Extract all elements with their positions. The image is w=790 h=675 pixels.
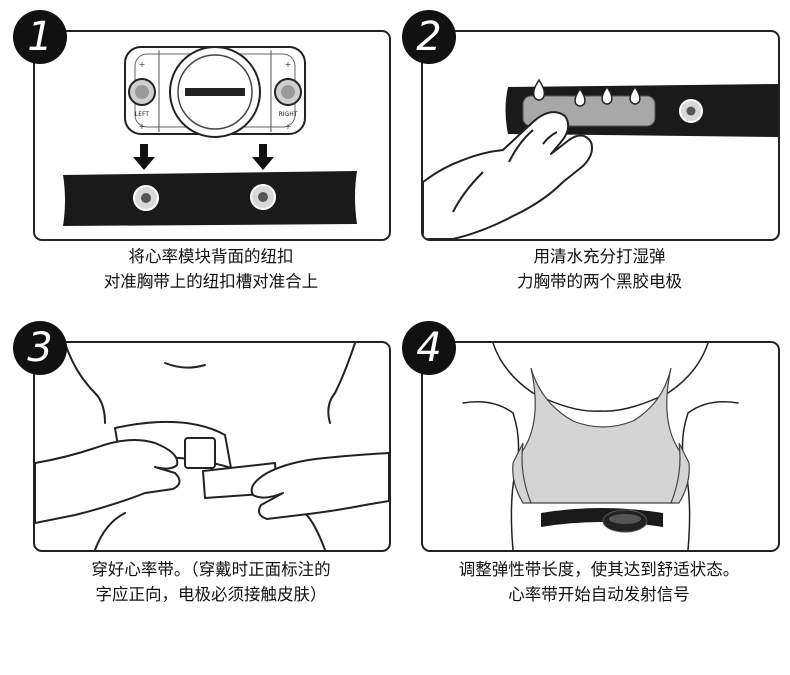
wet-electrodes-illustration	[423, 78, 778, 239]
svg-text:+: +	[139, 122, 146, 131]
caption-line: 字应正向，电极必须接触皮肤）	[95, 585, 327, 604]
water-drop-icon	[532, 78, 641, 107]
caption-line: 将心率模块背面的纽扣	[128, 247, 294, 266]
step-2-caption: 用清水充分打湿弹 力胸带的两个黑胶电极	[421, 244, 778, 294]
worn-strap-illustration	[462, 343, 739, 550]
left-hand-icon	[35, 438, 181, 524]
chest-strap	[63, 171, 357, 226]
step-4-caption: 调整弹性带长度，使其达到舒适状态。 心率带开始自动发射信号	[405, 557, 790, 607]
step-3-panel	[33, 341, 391, 552]
step-number-badge: 4	[402, 321, 456, 375]
svg-text:+: +	[285, 122, 292, 131]
caption-line: 心率带开始自动发射信号	[508, 585, 690, 604]
step-1-panel: LEFT RIGHT + + + +	[33, 30, 391, 241]
step-3-caption: 穿好心率带。（穿戴时正面标注的 字应正向，电极必须接触皮肤）	[33, 557, 389, 607]
svg-text:+: +	[285, 60, 292, 69]
caption-line: 力胸带的两个黑胶电极	[517, 272, 682, 291]
down-arrow-icon	[252, 144, 274, 170]
chest-strap	[541, 508, 663, 533]
right-hand-icon	[250, 452, 389, 520]
caption-line: 用清水充分打湿弹	[533, 247, 666, 266]
step-number-badge: 2	[402, 10, 456, 64]
module-left-label: LEFT	[135, 111, 149, 118]
sports-top	[512, 367, 690, 504]
step-number-badge: 1	[13, 10, 67, 64]
step-2-panel	[421, 30, 780, 241]
wearing-strap-illustration	[35, 343, 389, 550]
body-outline	[462, 343, 739, 550]
step-4-panel	[421, 341, 780, 552]
step-number-badge: 3	[13, 321, 67, 375]
caption-line: 对准胸带上的纽扣槽对准合上	[103, 272, 319, 291]
svg-text:+: +	[139, 60, 146, 69]
module-right-label: RIGHT	[279, 111, 298, 118]
hand-icon	[423, 111, 593, 239]
caption-line: 穿好心率带。（穿戴时正面标注的	[91, 560, 331, 579]
module-and-strap-illustration: LEFT RIGHT + + + +	[63, 46, 357, 226]
down-arrow-icon	[133, 144, 155, 170]
heart-rate-module: LEFT RIGHT + + + +	[124, 46, 306, 138]
step-1-caption: 将心率模块背面的纽扣 对准胸带上的纽扣槽对准合上	[33, 244, 389, 294]
caption-line: 调整弹性带长度，使其达到舒适状态。	[458, 560, 740, 579]
